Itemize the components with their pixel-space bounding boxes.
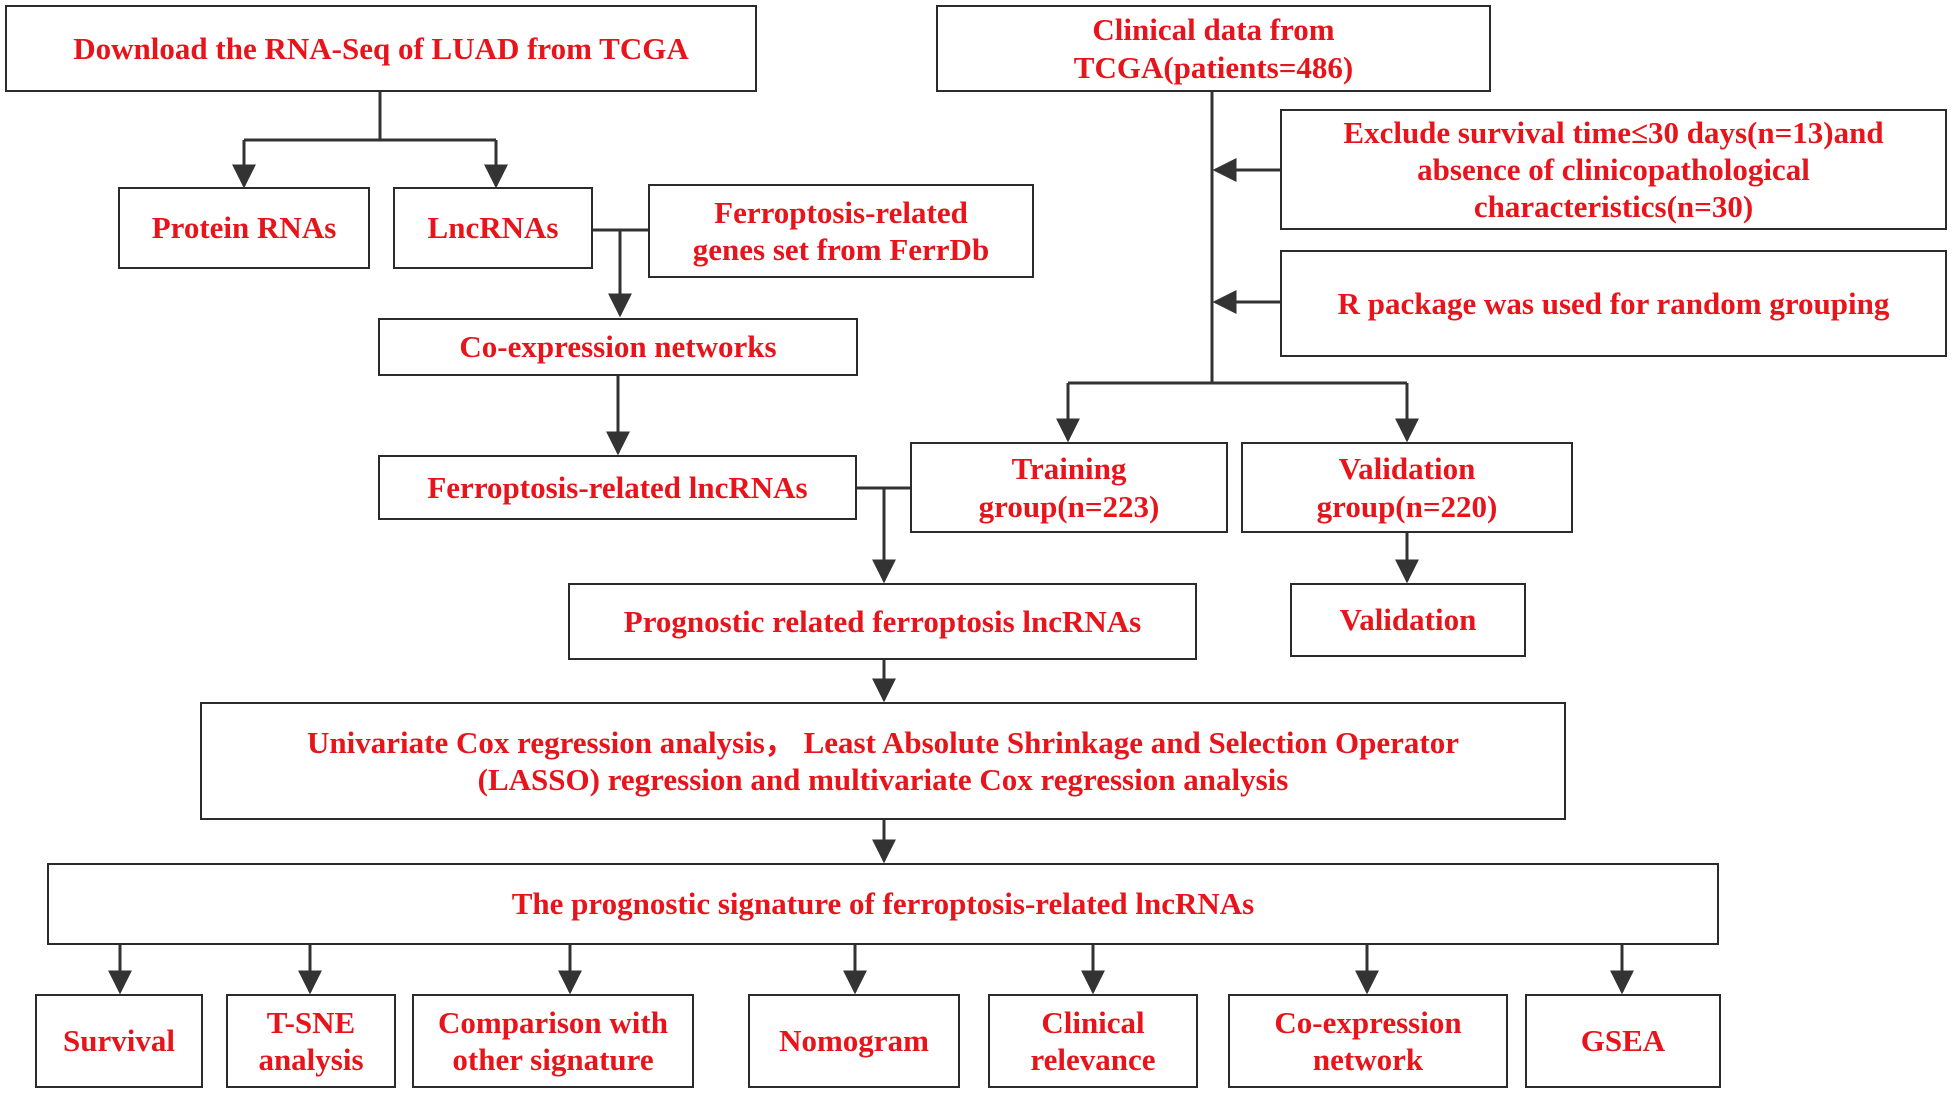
lncrnas-box: LncRNAs bbox=[393, 187, 593, 269]
prognostic-lncrnas-box: Prognostic related ferroptosis lncRNAs bbox=[568, 583, 1197, 660]
download-rnaseq-box: Download the RNA-Seq of LUAD from TCGA bbox=[5, 5, 757, 92]
exclude-criteria-box: Exclude survival time≤30 days(n=13)and a… bbox=[1280, 109, 1947, 230]
clinical-data-box: Clinical data from TCGA(patients=486) bbox=[936, 5, 1491, 92]
prognostic-signature-box: The prognostic signature of ferroptosis-… bbox=[47, 863, 1719, 945]
validation-group-box: Validation group(n=220) bbox=[1241, 442, 1573, 533]
coexpression-network-box: Co-expression network bbox=[1228, 994, 1508, 1088]
survival-box: Survival bbox=[35, 994, 203, 1088]
clinical-relevance-box: Clinical relevance bbox=[988, 994, 1198, 1088]
gsea-box: GSEA bbox=[1525, 994, 1721, 1088]
ferroptosis-lncrnas-box: Ferroptosis-related lncRNAs bbox=[378, 455, 857, 520]
cox-lasso-analysis-box: Univariate Cox regression analysis， Leas… bbox=[200, 702, 1566, 820]
validation-box: Validation bbox=[1290, 583, 1526, 657]
tsne-analysis-box: T-SNE analysis bbox=[226, 994, 396, 1088]
nomogram-box: Nomogram bbox=[748, 994, 960, 1088]
coexpression-networks-box: Co-expression networks bbox=[378, 318, 858, 376]
training-group-box: Training group(n=223) bbox=[910, 442, 1228, 533]
random-grouping-box: R package was used for random grouping bbox=[1280, 250, 1947, 357]
protein-rnas-box: Protein RNAs bbox=[118, 187, 370, 269]
comparison-signature-box: Comparison with other signature bbox=[412, 994, 694, 1088]
ferrdb-genes-box: Ferroptosis-related genes set from FerrD… bbox=[648, 184, 1034, 278]
